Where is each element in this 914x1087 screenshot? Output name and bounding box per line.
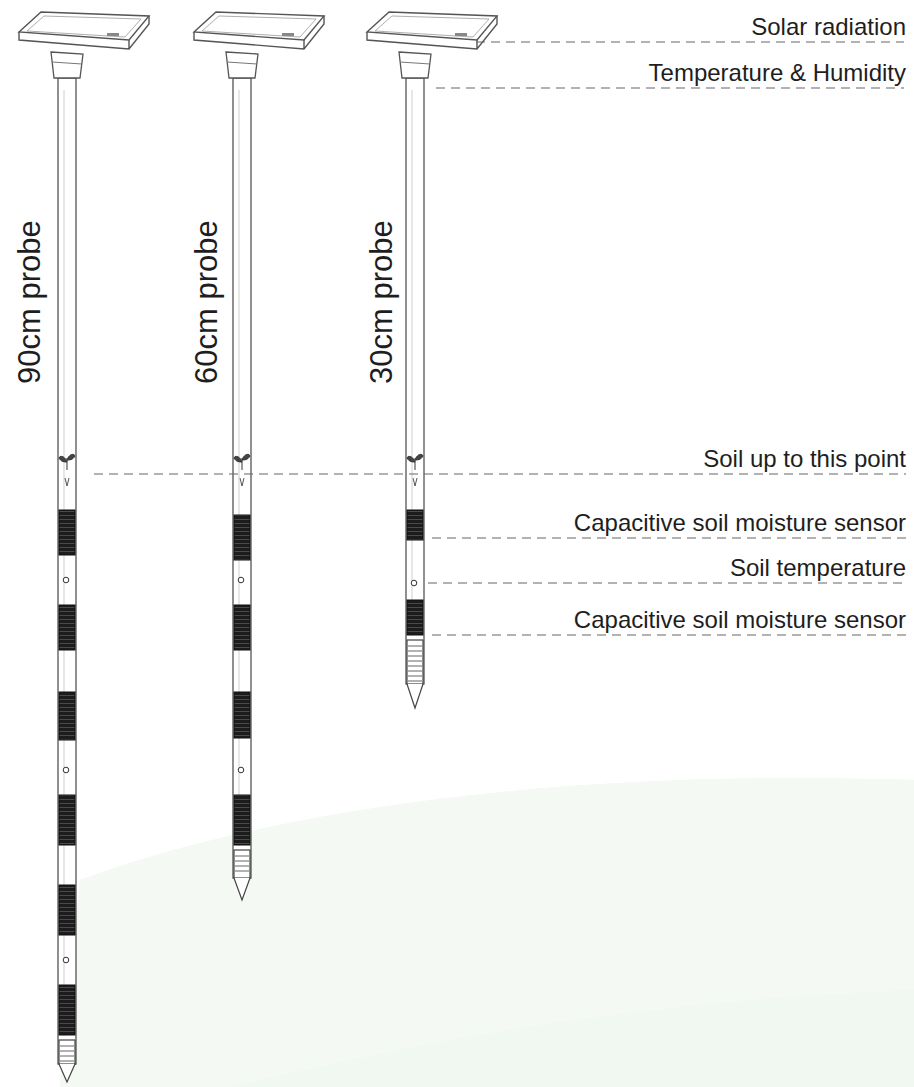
cap-thread bbox=[60, 1056, 74, 1057]
soil-mark-arrow bbox=[413, 478, 417, 486]
moisture-sensor-band bbox=[234, 692, 250, 738]
moisture-sensor-band bbox=[234, 795, 250, 845]
solar-panel-edge bbox=[194, 16, 324, 49]
soil-temp-sensor bbox=[63, 577, 69, 583]
part-label: Soil temperature bbox=[730, 554, 906, 582]
probe-tip bbox=[234, 878, 250, 900]
probe-length-label: 90cm probe bbox=[13, 220, 47, 384]
solar-cell bbox=[27, 16, 141, 37]
soil-temp-sensor bbox=[238, 577, 244, 583]
soil-temp-sensor bbox=[238, 767, 244, 773]
part-label: Capacitive soil moisture sensor bbox=[574, 606, 906, 634]
collar-ring bbox=[52, 62, 82, 64]
moisture-sensor-band bbox=[234, 515, 250, 560]
panel-logo bbox=[455, 33, 467, 36]
moisture-sensor-band bbox=[59, 885, 75, 935]
collar-ring bbox=[227, 62, 257, 64]
cap-thread bbox=[408, 656, 422, 657]
leader-line bbox=[428, 582, 904, 583]
cap-thread bbox=[235, 861, 249, 862]
probe-tip bbox=[59, 1064, 75, 1082]
cap-thread bbox=[408, 681, 422, 682]
cap-thread bbox=[235, 856, 249, 857]
panel-logo bbox=[107, 33, 119, 36]
moisture-sensor-band bbox=[59, 692, 75, 740]
background-swoosh bbox=[60, 778, 914, 1087]
cap-thread bbox=[408, 651, 422, 652]
probe-tube bbox=[58, 78, 76, 1064]
collar-ring bbox=[400, 62, 430, 64]
soil-mark-icon bbox=[59, 454, 75, 470]
part-label: Capacitive soil moisture sensor bbox=[574, 509, 906, 537]
leader-line bbox=[436, 87, 904, 88]
leader-line bbox=[476, 41, 904, 42]
moisture-sensor-band bbox=[59, 510, 75, 555]
leader-line bbox=[94, 473, 906, 474]
sensor-collar bbox=[226, 52, 258, 78]
soil-temp-sensor bbox=[63, 957, 69, 963]
soil-mark-icon bbox=[234, 454, 250, 470]
cap-thread bbox=[408, 661, 422, 662]
probe-tube bbox=[233, 78, 251, 878]
probe-tube bbox=[406, 78, 424, 684]
moisture-sensor-band bbox=[234, 605, 250, 650]
solar-panel bbox=[367, 12, 497, 40]
part-label: Temperature & Humidity bbox=[649, 59, 906, 87]
leader-line bbox=[432, 634, 906, 635]
part-label: Solar radiation bbox=[751, 13, 906, 41]
sensor-collar bbox=[399, 52, 431, 78]
cap-thread bbox=[235, 871, 249, 872]
soil-temp-sensor bbox=[411, 580, 417, 586]
cap-thread bbox=[60, 1046, 74, 1047]
part-label: Soil up to this point bbox=[703, 445, 906, 473]
cap-thread bbox=[408, 666, 422, 667]
moisture-sensor-band bbox=[59, 605, 75, 650]
solar-cell bbox=[375, 16, 489, 37]
solar-panel bbox=[194, 12, 324, 40]
cap-thread bbox=[60, 1061, 74, 1062]
solar-panel-edge bbox=[19, 16, 149, 49]
probe-cap bbox=[234, 850, 250, 878]
probe-cap bbox=[407, 640, 423, 684]
leader-lines bbox=[94, 42, 906, 635]
background-swoosh bbox=[60, 778, 914, 1087]
solar-cell bbox=[202, 16, 316, 37]
cap-thread bbox=[408, 671, 422, 672]
soil-probe bbox=[194, 12, 324, 900]
moisture-sensor-band bbox=[407, 600, 423, 635]
cap-thread bbox=[60, 1051, 74, 1052]
panel-logo bbox=[282, 33, 294, 36]
cap-thread bbox=[408, 646, 422, 647]
cap-thread bbox=[235, 866, 249, 867]
probe-tip bbox=[407, 684, 423, 708]
probe-cap bbox=[59, 1040, 75, 1064]
solar-panel-edge bbox=[367, 16, 497, 49]
moisture-sensor-band bbox=[59, 985, 75, 1035]
cap-thread bbox=[408, 676, 422, 677]
probe-length-label: 30cm probe bbox=[365, 220, 399, 384]
moisture-sensor-band bbox=[59, 795, 75, 845]
solar-panel bbox=[19, 12, 149, 40]
leader-line bbox=[432, 537, 906, 538]
moisture-sensor-band bbox=[407, 510, 423, 540]
soil-probe bbox=[19, 12, 149, 1082]
probe-length-label: 60cm probe bbox=[190, 220, 224, 384]
soil-mark-icon bbox=[407, 454, 423, 470]
soil-temp-sensor bbox=[63, 767, 69, 773]
tube-highlight bbox=[412, 90, 413, 636]
soil-mark-arrow bbox=[240, 478, 244, 486]
sensor-collar bbox=[51, 52, 83, 78]
soil-mark-arrow bbox=[65, 478, 69, 486]
